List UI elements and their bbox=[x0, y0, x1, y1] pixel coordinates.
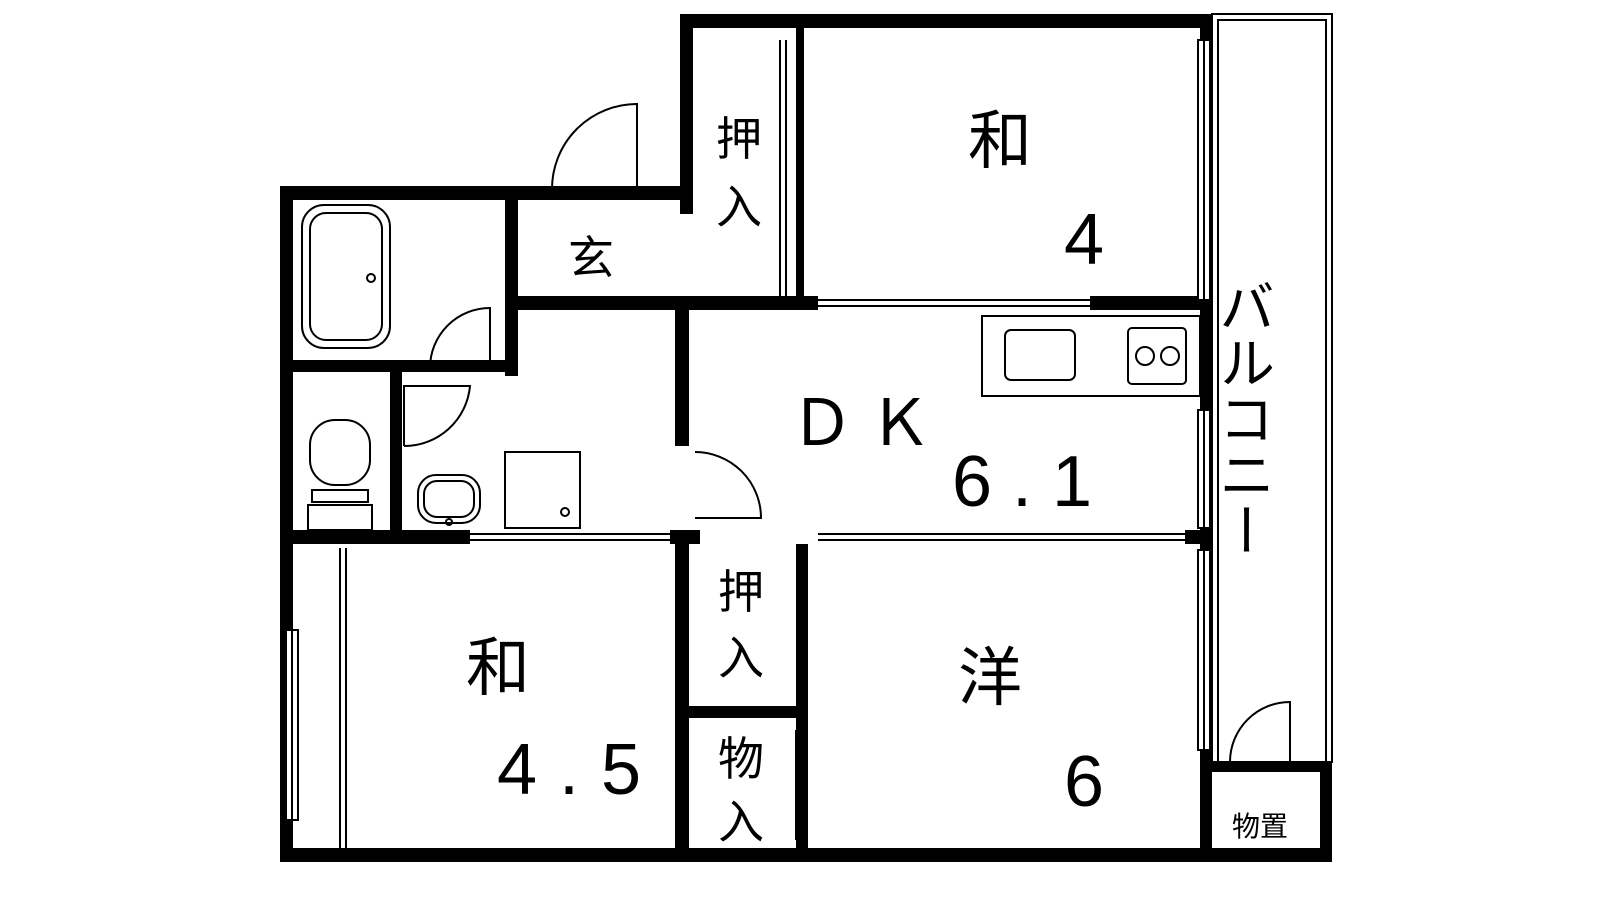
room-label-oshiire-top-2: 入 bbox=[716, 180, 762, 234]
room-label-washitsu-bottom: 和 bbox=[466, 632, 530, 706]
bathtub bbox=[301, 204, 391, 349]
room-label-genkan: 玄 bbox=[568, 231, 614, 285]
toilet bbox=[307, 419, 373, 531]
room-size-washitsu-bottom: 4.5 bbox=[497, 730, 663, 810]
room-label-monooki: 物置 bbox=[1232, 810, 1288, 843]
room-label-monoire-2: 入 bbox=[718, 795, 764, 849]
balcony-outline bbox=[1211, 13, 1333, 763]
room-label-washitsu-top: 和 bbox=[968, 105, 1032, 179]
kitchen-counter bbox=[981, 315, 1201, 397]
interior-walls bbox=[280, 28, 1212, 862]
room-label-oshiire-top-1: 押 bbox=[716, 112, 762, 166]
windows bbox=[285, 39, 1211, 848]
room-size-dk: 6.1 bbox=[952, 442, 1112, 522]
room-label-yoshitsu: 洋 bbox=[958, 642, 1022, 716]
room-label-balcony: バルコニー bbox=[1210, 278, 1275, 558]
room-label-oshiire-bottom-2: 入 bbox=[718, 631, 764, 685]
wash-basin bbox=[417, 474, 481, 526]
room-size-washitsu-top: 4 bbox=[1064, 200, 1104, 280]
door-swings bbox=[403, 102, 1291, 763]
room-label-dk: ＤＫ bbox=[790, 387, 946, 461]
room-label-oshiire-bottom-1: 押 bbox=[718, 565, 764, 619]
room-size-yoshitsu: 6 bbox=[1064, 742, 1104, 822]
washing-machine bbox=[504, 451, 581, 529]
room-label-monoire-1: 物 bbox=[718, 732, 764, 786]
